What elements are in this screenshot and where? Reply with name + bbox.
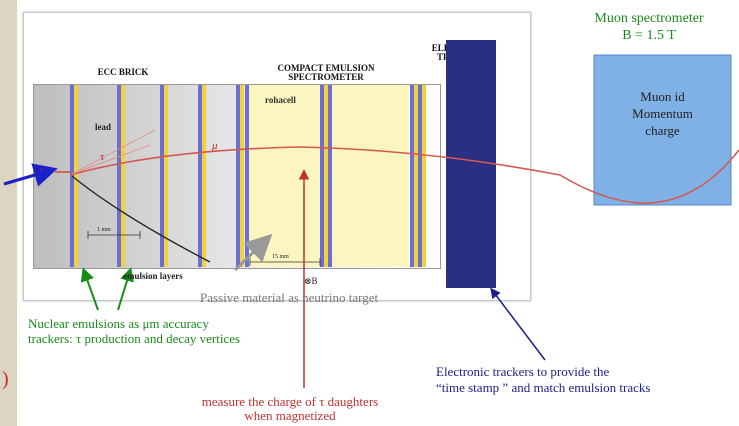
tau-decay-track bbox=[71, 175, 211, 263]
scale-15mm-label: 15 mm bbox=[272, 254, 289, 260]
mu-label: μ bbox=[211, 140, 218, 152]
navy-arrow-tracker bbox=[490, 287, 546, 361]
emulsion-layer-yellow bbox=[324, 85, 328, 267]
charge-line-1: measure the charge of τ daughters bbox=[201, 394, 379, 409]
tau-small-label: τ bbox=[40, 167, 43, 173]
muon-title-line: Muon spectrometer bbox=[594, 11, 704, 26]
ecc-layers bbox=[70, 85, 426, 267]
nuclear-emulsion-caption: Nuclear emulsions as μm accuracy tracker… bbox=[28, 316, 240, 346]
emulsion-layer-blue bbox=[320, 85, 324, 267]
emulsion-layers-label: emulsion layers bbox=[123, 271, 183, 281]
emulsion-layer-yellow bbox=[74, 85, 78, 267]
electronic-line-2: “time stamp ” and match emulsion tracks bbox=[436, 380, 651, 395]
nuclear-line-1: Nuclear emulsions as μm accuracy bbox=[28, 316, 209, 331]
emulsion-layer-blue bbox=[117, 85, 121, 267]
emulsion-layer-blue bbox=[245, 85, 249, 267]
b-field-symbol: ⊗B bbox=[304, 276, 318, 286]
emulsion-layer-yellow bbox=[164, 85, 168, 267]
emulsion-layer-yellow bbox=[202, 85, 206, 267]
muon-track bbox=[69, 146, 739, 204]
emulsion-layer-blue bbox=[328, 85, 332, 267]
electronic-trackers-caption: Electronic trackers to provide the “time… bbox=[436, 364, 650, 396]
emulsion-layer-blue bbox=[198, 85, 202, 267]
emulsion-layer-blue bbox=[410, 85, 414, 267]
header-compact-spectrometer: COMPACT EMULSION SPECTROMETER bbox=[277, 63, 375, 82]
electronic-tracker bbox=[446, 40, 496, 288]
electronic-line-1: Electronic trackers to provide the bbox=[436, 364, 610, 379]
left-strip bbox=[0, 0, 17, 426]
emulsion-layer-blue bbox=[418, 85, 422, 267]
charge-caption: measure the charge of τ daughters when m… bbox=[135, 395, 445, 423]
emulsion-layer-yellow bbox=[240, 85, 244, 267]
neutrino-arrow bbox=[3, 163, 58, 187]
passive-material-caption: Passive material as neutrino target bbox=[200, 290, 379, 305]
nuclear-line-2: trackers: τ production and decay vertice… bbox=[28, 331, 241, 346]
lead-label: lead bbox=[95, 122, 111, 132]
header-ecc-brick: ECC BRICK bbox=[97, 67, 149, 77]
emulsion-layer-yellow bbox=[414, 85, 418, 267]
gray-arrow-passive bbox=[233, 233, 273, 272]
emulsion-layer-blue bbox=[160, 85, 164, 267]
muon-box-line-2: Momentum bbox=[632, 106, 693, 121]
scale-1mm-label: 1 mm bbox=[97, 227, 111, 233]
muon-box-line-3: charge bbox=[645, 123, 680, 138]
green-arrow-emulsion bbox=[117, 267, 134, 311]
daughter-track bbox=[71, 129, 156, 175]
emulsion-layer-yellow bbox=[422, 85, 426, 267]
emulsion-layer-yellow bbox=[121, 85, 125, 267]
muon-field-line: B = 1.5 T bbox=[622, 28, 676, 43]
green-arrow-emulsion bbox=[80, 267, 99, 311]
rohacell-label: rohacell bbox=[265, 95, 296, 105]
muon-box-text: Muon id Momentum charge bbox=[594, 88, 731, 139]
muon-spectrometer-title: Muon spectrometer B = 1.5 T bbox=[560, 10, 738, 44]
daughter-track bbox=[71, 144, 151, 175]
left-fragment-paren: ) bbox=[2, 368, 9, 390]
muon-box-line-1: Muon id bbox=[640, 89, 685, 104]
charge-line-2: when magnetized bbox=[244, 408, 336, 423]
tau-label: τ bbox=[100, 151, 105, 163]
emulsion-layer-blue bbox=[236, 85, 240, 267]
